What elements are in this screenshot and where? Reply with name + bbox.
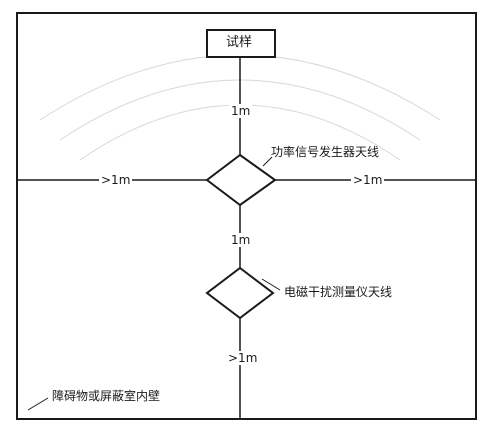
distance-signal-to-receiver: 1m [229, 233, 253, 247]
signal-label-leader [262, 156, 273, 167]
signal-antenna-diamond [205, 153, 277, 207]
receiver-antenna-label: 电磁干扰测量仪天线 [284, 285, 393, 299]
sample-label: 试样 [226, 35, 253, 50]
enclosure-wall [16, 12, 477, 420]
sample-box [206, 29, 276, 58]
obstacle-label-leader [27, 397, 49, 411]
distance-sample-to-signal: 1m [229, 104, 253, 118]
distance-receiver-to-floor: >1m [226, 351, 260, 365]
receiver-antenna-diamond [205, 266, 275, 320]
distance-left: >1m [99, 173, 133, 187]
receiver-label-leader [261, 278, 281, 291]
signal-antenna-label: 功率信号发生器天线 [271, 145, 380, 159]
distance-right: >1m [351, 173, 385, 187]
obstacle-label: 障碍物或屏蔽室内壁 [52, 389, 161, 403]
